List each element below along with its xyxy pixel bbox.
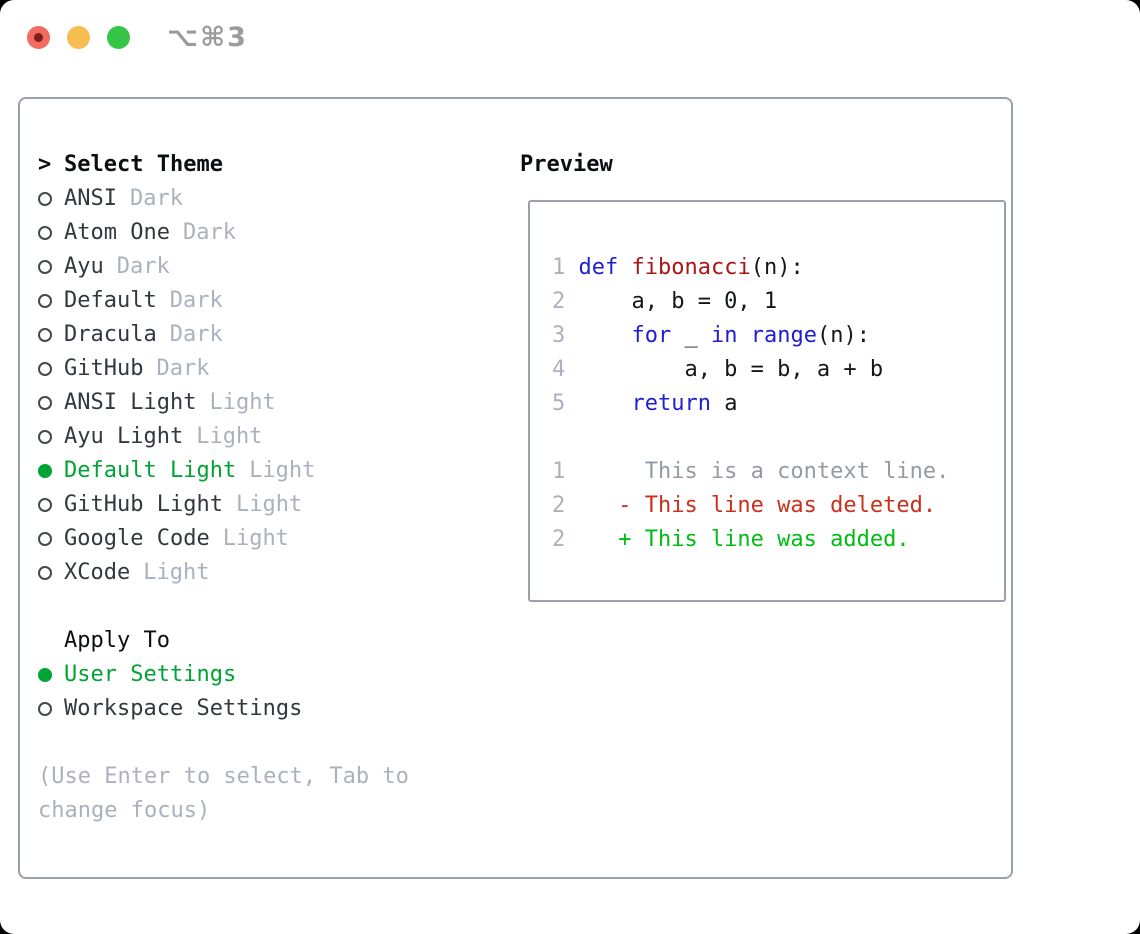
code-line: 5 return a	[552, 387, 1004, 421]
line-content: This is a context line.	[578, 459, 950, 484]
option-ayu[interactable]: Ayu Dark	[38, 250, 458, 284]
option-label: User Settings	[64, 662, 237, 687]
option-atom-one[interactable]: Atom One Dark	[38, 216, 458, 250]
option-tag: Dark	[156, 356, 210, 381]
code-line: 1 This is a context line.	[552, 455, 1004, 489]
line-number: 1	[552, 255, 566, 280]
line-number: 5	[552, 391, 566, 416]
line-number: 2	[552, 527, 566, 552]
radio-selected-icon	[38, 454, 64, 488]
option-tag: Dark	[116, 254, 170, 279]
option-tag: Light	[222, 526, 289, 551]
line-content: - This line was deleted.	[578, 493, 937, 518]
option-google-code[interactable]: Google Code Light	[38, 522, 458, 556]
option-label: Workspace Settings	[64, 696, 303, 721]
close-button[interactable]	[27, 26, 50, 49]
line-content: return a	[631, 391, 738, 416]
option-tag: Dark	[129, 186, 183, 211]
apply-to-title: Apply To	[38, 624, 458, 658]
option-github[interactable]: GitHub Dark	[38, 352, 458, 386]
option-xcode[interactable]: XCode Light	[38, 556, 458, 590]
radio-unselected-icon	[38, 386, 64, 420]
option-label: Google Code	[64, 526, 210, 551]
line-number: 1	[552, 459, 566, 484]
code-line: 2 a, b = 0, 1	[552, 285, 1004, 319]
radio-unselected-icon	[38, 556, 64, 590]
code-line: 1 def fibonacci(n):	[552, 251, 1004, 285]
radio-unselected-icon	[38, 182, 64, 216]
option-label: GitHub Light	[64, 492, 223, 517]
option-label: Ayu	[64, 254, 104, 279]
radio-unselected-icon	[38, 488, 64, 522]
preview-title: Preview	[520, 152, 613, 177]
option-tag: Light	[249, 458, 316, 483]
radio-unselected-icon	[38, 522, 64, 556]
option-tag: Dark	[169, 322, 223, 347]
line-number: 4	[552, 357, 566, 382]
option-ansi-light[interactable]: ANSI Light Light	[38, 386, 458, 420]
minimize-button[interactable]	[67, 26, 90, 49]
line-number: 2	[552, 289, 566, 314]
radio-selected-icon	[38, 658, 64, 692]
option-ansi[interactable]: ANSI Dark	[38, 182, 458, 216]
code-line	[552, 421, 1004, 455]
option-label: ANSI Light	[64, 390, 197, 415]
option-label: Default Light	[64, 458, 237, 483]
option-tag: Dark	[169, 288, 223, 313]
option-tag: Light	[209, 390, 276, 415]
option-workspace-settings[interactable]: Workspace Settings	[38, 692, 458, 726]
option-dracula[interactable]: Dracula Dark	[38, 318, 458, 352]
zoom-button[interactable]	[107, 26, 130, 49]
code-line: 4 a, b = b, a + b	[552, 353, 1004, 387]
line-content: def fibonacci(n):	[578, 255, 804, 280]
option-tag: Dark	[182, 220, 236, 245]
option-github-light[interactable]: GitHub Light Light	[38, 488, 458, 522]
gap	[38, 726, 458, 760]
radio-unselected-icon	[38, 352, 64, 386]
apply-to-title-label: Apply To	[64, 628, 170, 653]
line-number: 3	[552, 323, 566, 348]
option-label: XCode	[64, 560, 131, 585]
line-content: a, b = b, a + b	[578, 357, 884, 382]
option-label: Ayu Light	[64, 424, 184, 449]
option-default-light[interactable]: Default Light Light	[38, 454, 458, 488]
radio-unselected-icon	[38, 318, 64, 352]
code-line: 2 + This line was added.	[552, 523, 1004, 557]
code-line: 3 for _ in range(n):	[552, 319, 1004, 353]
radio-unselected-icon	[38, 420, 64, 454]
code-line: 2 - This line was deleted.	[552, 489, 1004, 523]
option-user-settings[interactable]: User Settings	[38, 658, 458, 692]
line-content: a, b = 0, 1	[578, 289, 778, 314]
option-tag: Light	[235, 492, 303, 517]
radio-unselected-icon	[38, 284, 64, 318]
radio-unselected-icon	[38, 250, 64, 284]
option-default[interactable]: Default Dark	[38, 284, 458, 318]
theme-list-title-label: Select Theme	[64, 152, 223, 177]
radio-unselected-icon	[38, 216, 64, 250]
line-content: for _ in range(n):	[631, 323, 870, 348]
option-label: Atom One	[64, 220, 170, 245]
record-dot-icon	[34, 33, 43, 42]
focus-caret-icon: >	[38, 152, 52, 177]
radio-unselected-icon	[38, 692, 64, 726]
theme-list-title: > Select Theme	[38, 148, 458, 182]
option-label: GitHub	[64, 356, 144, 381]
gap	[38, 590, 458, 624]
help-text: (Use Enter to select, Tab to change focu…	[38, 764, 409, 823]
option-tag: Light	[143, 560, 210, 585]
option-ayu-light[interactable]: Ayu Light Light	[38, 420, 458, 454]
option-label: Dracula	[64, 322, 157, 347]
option-label: Default	[64, 288, 157, 313]
option-tag: Light	[196, 424, 263, 449]
keyboard-shortcut-label: ⌥⌘3	[167, 22, 248, 53]
line-content: + This line was added.	[578, 527, 910, 552]
line-number: 2	[552, 493, 566, 518]
option-label: ANSI	[64, 186, 117, 211]
